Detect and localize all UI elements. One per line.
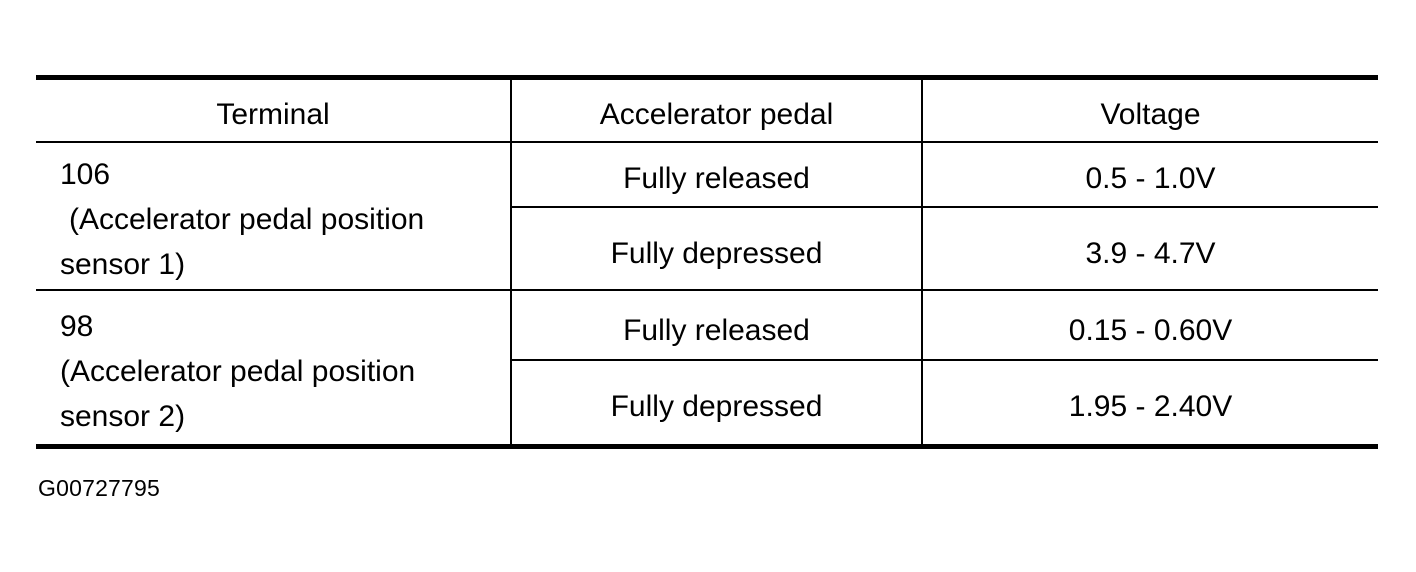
voltage-value: 0.5 - 1.0V [1085, 162, 1216, 195]
table-header-rule [36, 141, 1378, 143]
table-row-divider [36, 289, 1378, 291]
pedal-state-value: Fully released [623, 162, 810, 195]
table-column-divider-2 [921, 75, 923, 449]
column-header-accelerator-pedal: Accelerator pedal [599, 98, 834, 131]
figure-caption: G00727795 [38, 475, 161, 501]
terminal-description-line-2: sensor 1) [60, 248, 186, 281]
table-column-divider-1 [510, 75, 512, 449]
terminal-description-line-2: sensor 2) [60, 400, 186, 433]
terminal-description-line-1: (Accelerator pedal position [60, 355, 416, 388]
pedal-state-value: Fully released [623, 314, 810, 347]
terminal-number: 98 [60, 310, 94, 343]
column-header-voltage: Voltage [1100, 98, 1201, 131]
terminal-number: 106 [60, 158, 111, 191]
table-row: 98 (Accelerator pedal position sensor 2) [60, 304, 415, 439]
table-bottom-border [36, 444, 1378, 449]
table-row: 106 (Accelerator pedal position sensor 1… [60, 152, 424, 287]
table-top-border [36, 75, 1378, 80]
pedal-state-value: Fully depressed [610, 390, 823, 423]
voltage-value: 0.15 - 0.60V [1068, 314, 1233, 347]
terminal-description-line-1: (Accelerator pedal position [69, 203, 425, 236]
column-header-terminal: Terminal [216, 98, 330, 131]
voltage-value: 3.9 - 4.7V [1085, 237, 1216, 270]
table-subrow-divider-1 [511, 206, 1378, 208]
table-subrow-divider-2 [511, 359, 1378, 361]
voltage-value: 1.95 - 2.40V [1068, 390, 1233, 423]
pedal-state-value: Fully depressed [610, 237, 823, 270]
